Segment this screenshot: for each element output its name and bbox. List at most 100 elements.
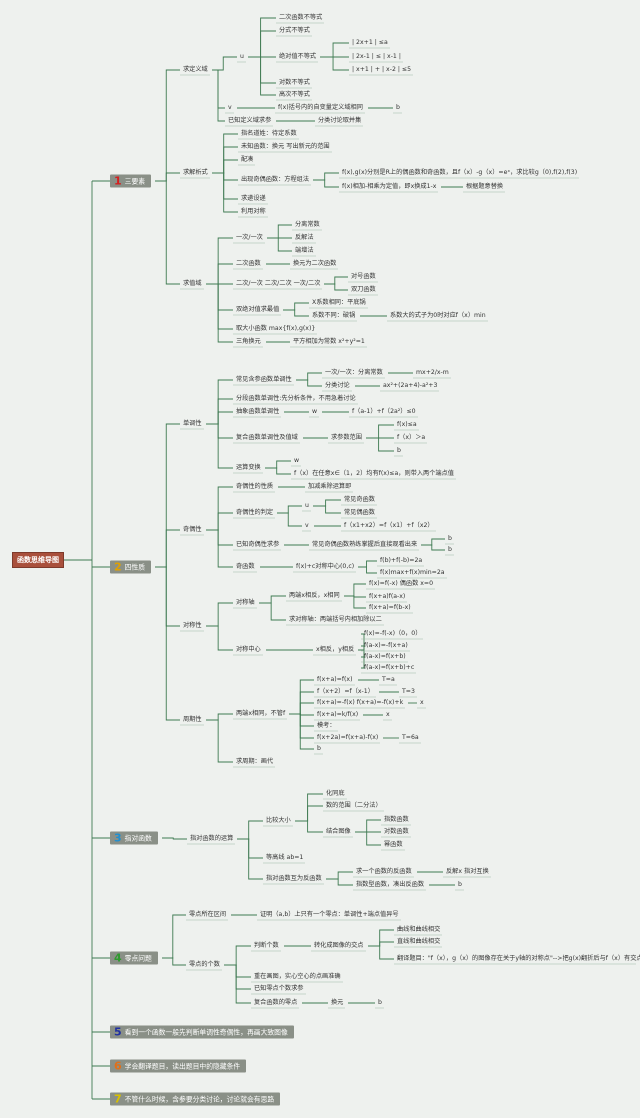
node-p3b1[interactable]: b — [448, 535, 452, 542]
node-r1c[interactable]: 端增法 — [295, 247, 314, 254]
node-par[interactable]: 奇偶性 — [183, 526, 202, 533]
node-r4c[interactable]: 系数大的式子为0时对应f（x）min — [390, 312, 486, 319]
node-m3[interactable]: 抽象函数单调性 — [236, 408, 280, 415]
node-s2a1[interactable]: f(x)=-f(-x)（0，0） — [364, 630, 422, 637]
node-r2a[interactable]: 换元为二次函数 — [293, 260, 337, 267]
node-z2a1a[interactable]: 曲线和曲线相交 — [397, 926, 441, 933]
node-l1c2[interactable]: 对数函数 — [384, 828, 409, 835]
node-q1g[interactable]: b — [317, 745, 321, 752]
node-p4a[interactable]: f(x)+c对称中心(0,c) — [296, 563, 355, 570]
node-expr4c[interactable]: 根据题意替换 — [466, 183, 504, 190]
node-z2a1[interactable]: 转化成图像的交点 — [314, 942, 364, 949]
node-z2c[interactable]: 已知零点个数求参 — [254, 985, 304, 992]
node-r2[interactable]: 二次函数 — [236, 260, 261, 267]
node-z2d[interactable]: 复合函数的零点 — [254, 999, 298, 1006]
node-q1[interactable]: 两端x相同，不管f — [236, 710, 286, 717]
node-expr5[interactable]: 求递设递 — [241, 195, 266, 202]
node-dom_v1[interactable]: f(x)括号内的自变量定义域相同 — [278, 104, 363, 111]
node-s1[interactable]: 对称轴 — [236, 599, 255, 606]
node-s1a3[interactable]: f(x+a)=f(b-x) — [369, 604, 411, 611]
node-l1a[interactable]: 化同底 — [326, 790, 345, 797]
node-mono[interactable]: 单调性 — [183, 420, 202, 427]
node-q1f2[interactable]: T=6a — [402, 734, 419, 741]
node-p3a[interactable]: 常见奇偶函数熟练掌握后直接观看出来 — [312, 541, 418, 548]
node-abs2[interactable]: | 2x-1 | ≤ | x-1 | — [352, 53, 401, 60]
node-z2a[interactable]: 判断个数 — [254, 942, 279, 949]
node-q1b[interactable]: f（x+2）=f（x-1） — [317, 688, 374, 695]
root-node[interactable]: 函数思维导图 — [12, 552, 64, 568]
node-r4a[interactable]: X系数相同：平底锅 — [312, 299, 366, 306]
node-s2a2[interactable]: f(a-x)=-f(x+a) — [364, 642, 408, 649]
node-s2[interactable]: 对称中心 — [236, 646, 261, 653]
node-r4b[interactable]: 系数不同：破锅 — [312, 312, 356, 319]
node-m5b[interactable]: f（x）在任意x∈（1，2）均有f(x)≤a，则带入两个端点值 — [294, 470, 454, 477]
node-q1c2[interactable]: x — [420, 699, 424, 706]
node-m4[interactable]: 复合函数单调性及值域 — [236, 434, 298, 441]
node-q1d2[interactable]: x — [386, 711, 390, 718]
node-p4b1[interactable]: f(b)+f(-b)=2a — [380, 557, 423, 564]
node-l1c3[interactable]: 幂函数 — [384, 841, 403, 848]
node-z2a1c[interactable]: 翻译题目："f（x），g（x）的图像存在关于y轴的对称点"-->把g(x)翻折后… — [397, 955, 640, 962]
node-s2a4[interactable]: f(a-x)=f(x+b)+c — [364, 664, 415, 671]
node-abs1[interactable]: | 2x+1 | ≤a — [352, 39, 388, 46]
node-p3b2[interactable]: b — [448, 546, 452, 553]
node-dom_v[interactable]: v — [228, 104, 232, 111]
node-per[interactable]: 周期性 — [183, 716, 202, 723]
node-expr4[interactable]: 出现奇偶函数：方程组法 — [241, 176, 310, 183]
node-l1c[interactable]: 结合图像 — [326, 828, 351, 835]
node-p1[interactable]: 奇偶性的性质 — [236, 483, 274, 490]
node-z1a[interactable]: 证明（a,b）上只有一个零点：单调性+端点值异号 — [260, 911, 399, 918]
node-l1b[interactable]: 数的范围（二分法） — [326, 802, 382, 809]
node-q1a2[interactable]: T=a — [382, 676, 395, 683]
node-m1b1[interactable]: ax²+(2a+4)-a²+3 — [383, 382, 438, 389]
node-expr[interactable]: 求解析式 — [183, 169, 208, 176]
node-dom_u[interactable]: u — [240, 53, 244, 60]
node-p2u1[interactable]: 常见奇函数 — [344, 496, 375, 503]
node-dom_vb[interactable]: b — [396, 104, 400, 111]
node-m4b1[interactable]: f(x)≤a — [397, 421, 417, 428]
node-r1[interactable]: 一次/一次 — [236, 234, 263, 241]
node-z2b[interactable]: 重在画图，实心空心的点画准确 — [254, 973, 341, 980]
node-m1a1[interactable]: mx+2/x-m — [416, 369, 449, 376]
node-expr4a[interactable]: f(x),g(x)分别是R上的偶函数和奇函数，且f（x）-g（x）=eˣ，求比较… — [342, 169, 578, 176]
node-expr4b[interactable]: f(x)相加-相乘为定值，即x换成1-x — [342, 183, 437, 190]
node-p2v1[interactable]: f（x1+x2）=f（x1）+f（x2） — [344, 522, 434, 529]
node-s2a[interactable]: x相反，y相反 — [316, 646, 355, 653]
node-s1a1[interactable]: f(x)=f(-x) 偶函数 x=0 — [369, 580, 434, 587]
node-p4[interactable]: 奇函数 — [236, 563, 255, 570]
node-z1[interactable]: 零点所在区间 — [189, 911, 227, 918]
node-r1b[interactable]: 反解法 — [295, 234, 314, 241]
node-m2[interactable]: 分段函数单调性:先分析条件，不用急着讨论 — [236, 395, 356, 402]
node-ineq3[interactable]: 绝对值不等式 — [279, 53, 317, 60]
node-p1a[interactable]: 加减乘除运算即 — [308, 483, 352, 490]
node-p4b2[interactable]: f(x)max+f(x)min=2a — [380, 569, 445, 576]
node-m5a[interactable]: w — [294, 457, 300, 464]
node-s1a[interactable]: 两端x相反，x相同 — [289, 592, 340, 599]
node-ineq1[interactable]: 二次函数不等式 — [279, 14, 323, 21]
node-r3[interactable]: 二次/一次 二次/二次 一次/二次 — [236, 280, 321, 287]
node-r4[interactable]: 双绝对值求最值 — [236, 306, 280, 313]
node-l1c1[interactable]: 指数函数 — [384, 816, 409, 823]
node-m1a[interactable]: 一次/一次：分离常数 — [325, 369, 383, 376]
node-z2[interactable]: 零点的个数 — [189, 961, 220, 968]
node-m4b3[interactable]: b — [397, 447, 401, 454]
node-expr6[interactable]: 利用对称 — [241, 208, 266, 215]
node-range[interactable]: 求值域 — [183, 280, 202, 287]
node-q1b2[interactable]: T=3 — [402, 688, 415, 695]
node-q1d[interactable]: f(x+a)=k/f(x) — [317, 711, 359, 718]
node-q2[interactable]: 求周期：画代 — [236, 758, 274, 765]
node-l3a1[interactable]: 反解x 指对互换 — [446, 868, 489, 875]
node-r6a[interactable]: 平方相加为常数 x²+y²=1 — [293, 338, 365, 345]
node-l3b[interactable]: 指数型函数，凑出反函数 — [356, 881, 425, 888]
node-s2a3[interactable]: f(a-x)=f(x+b) — [364, 653, 406, 660]
node-q1f[interactable]: f(x+2a)=f(x+a)-f(x) — [317, 734, 379, 741]
node-r3b[interactable]: 双刀函数 — [351, 286, 376, 293]
node-ineq4[interactable]: 对数不等式 — [279, 79, 310, 86]
node-expr2[interactable]: 未知函数：换元 写出新元的范围 — [241, 143, 330, 150]
node-r3a[interactable]: 对号函数 — [351, 273, 376, 280]
node-l2[interactable]: 等高线 ab=1 — [266, 854, 304, 861]
node-dom[interactable]: 求定义域 — [183, 66, 208, 73]
